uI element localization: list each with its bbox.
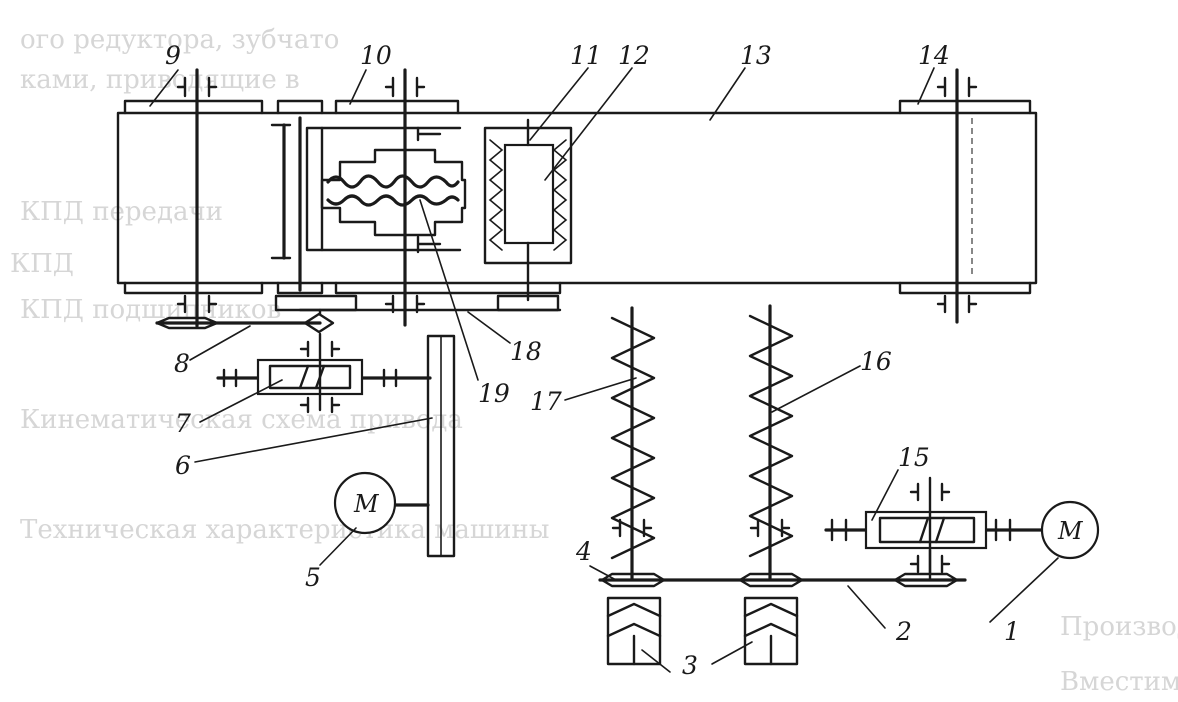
- cams-3: [606, 596, 799, 666]
- label-8: 8: [174, 349, 190, 378]
- label-19: 19: [478, 379, 510, 408]
- rotor-body: [116, 99, 1038, 295]
- bg-text-line: КПД подшипников: [20, 295, 281, 325]
- label-17: 17: [530, 387, 562, 416]
- bottom-shaft-2: [598, 548, 967, 588]
- label-12: 12: [618, 41, 650, 70]
- bg-text-line: Производительность: [1060, 612, 1178, 642]
- background-text: ого редуктора, зубчато ками, приводящие …: [10, 25, 1178, 697]
- label-1: 1: [1004, 617, 1020, 646]
- label-9: 9: [165, 41, 181, 70]
- lower-gear-train: [155, 294, 562, 334]
- bg-text-line: Вместимость бункера: [1060, 667, 1178, 697]
- shaft-14: [936, 68, 978, 324]
- vertical-spring-16: [748, 304, 794, 580]
- shaft-9: [176, 68, 218, 328]
- leader-lines: [149, 67, 1059, 673]
- vertical-spring-17: [610, 306, 656, 580]
- label-10: 10: [360, 41, 392, 70]
- bg-text-line: КПД передачи: [20, 197, 223, 227]
- bg-text-line: Кинематическая схема привода: [20, 405, 463, 435]
- belt-drive: [393, 334, 456, 558]
- label-6: 6: [175, 451, 191, 480]
- label-11: 11: [570, 41, 602, 70]
- bg-text-line: ками, приводящие в: [20, 65, 300, 95]
- label-14: 14: [918, 41, 950, 70]
- label-4: 4: [575, 537, 592, 566]
- bg-text-line: Техническая характеристика машины: [20, 515, 549, 545]
- label-16: 16: [860, 347, 892, 376]
- label-3: 3: [682, 651, 698, 680]
- label-2: 2: [895, 617, 912, 646]
- reducer-7: [216, 332, 432, 414]
- reducer-15: [824, 476, 1047, 582]
- bg-text-line: КПД: [10, 249, 74, 279]
- motor-5-symbol: M: [353, 490, 380, 518]
- shaft-10-gear-unit: [320, 68, 467, 327]
- spring-box: [483, 118, 573, 302]
- label-5: 5: [305, 563, 321, 592]
- motor-5: M: [333, 471, 397, 535]
- motor-1: M: [1040, 500, 1100, 560]
- part-labels: 1 2 3 4 5 6 7 8 9 10 11 12 13 14 15 16 1…: [165, 41, 1020, 680]
- label-13: 13: [740, 41, 772, 70]
- label-18: 18: [510, 337, 542, 366]
- label-7: 7: [175, 409, 191, 438]
- label-15: 15: [898, 443, 930, 472]
- motor-1-symbol: M: [1057, 517, 1084, 545]
- bg-text-line: ого редуктора, зубчато: [20, 25, 339, 55]
